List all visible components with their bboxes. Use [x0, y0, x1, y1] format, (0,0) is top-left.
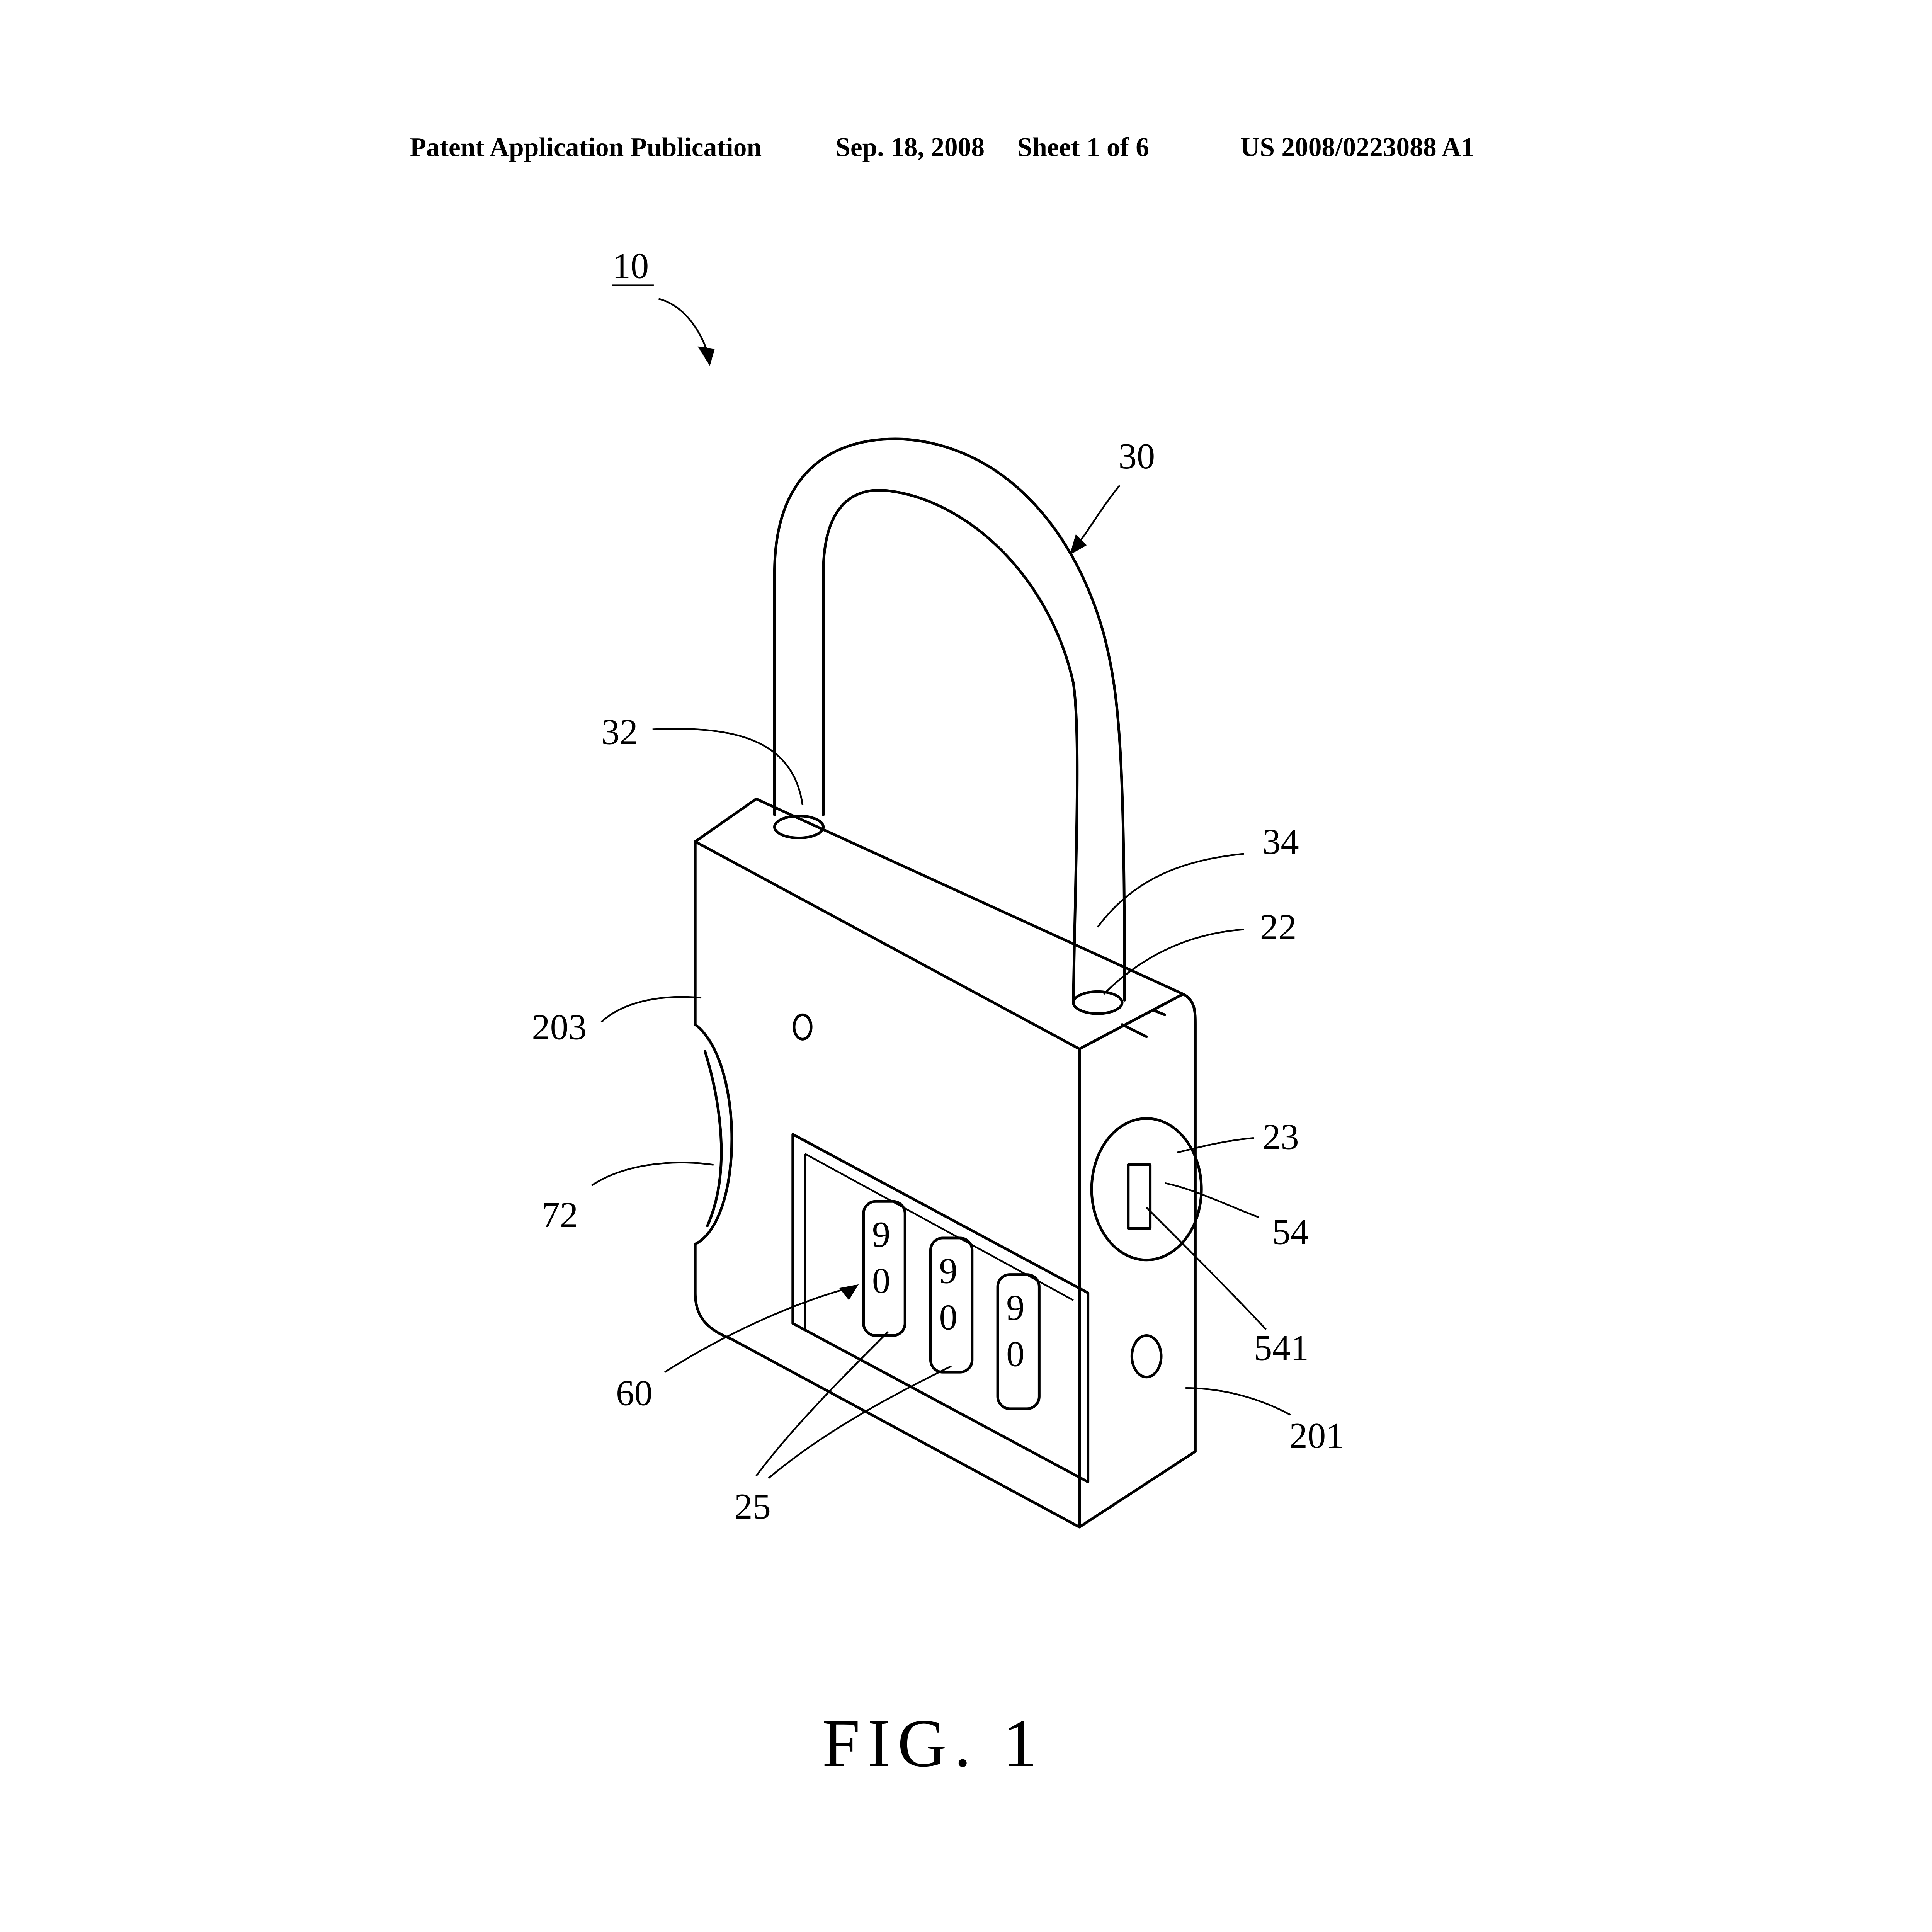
ref-201: 201 [1289, 1416, 1344, 1456]
dial-window [791, 1133, 1090, 1483]
ref-32: 32 [601, 712, 638, 752]
ref-541: 541 [1254, 1328, 1309, 1368]
ref-25: 25 [734, 1486, 771, 1527]
dial-digit: 0 [939, 1298, 957, 1338]
ref-30: 30 [1119, 436, 1155, 476]
ref-10: 10 [612, 246, 649, 286]
ref-22: 22 [1260, 907, 1297, 947]
padlock-illustration: 9 0 9 0 9 0 [694, 437, 1203, 1529]
shackle [773, 437, 1126, 1002]
ref-23: 23 [1262, 1117, 1299, 1157]
sheet-number: Sheet 1 of 6 [1017, 133, 1149, 162]
ref-203: 203 [532, 1007, 587, 1047]
ref-60: 60 [616, 1373, 653, 1413]
combination-dials: 9 0 9 0 9 0 [862, 1200, 1041, 1410]
dial-digit: 0 [872, 1261, 890, 1301]
dial-digit: 9 [872, 1214, 890, 1255]
dial-digit: 9 [1006, 1287, 1024, 1328]
ref-34: 34 [1262, 822, 1299, 862]
ref-72: 72 [542, 1195, 578, 1235]
figure-caption: FIG. 1 [822, 1706, 1044, 1781]
dial-digit: 9 [939, 1251, 957, 1291]
dial-digit: 0 [1006, 1334, 1024, 1374]
leader-lines [591, 298, 1291, 1479]
publication-label: Patent Application Publication [410, 133, 762, 162]
side-button [1090, 1117, 1203, 1262]
patent-number: US 2008/0223088 A1 [1240, 133, 1475, 162]
ref-54: 54 [1272, 1212, 1309, 1252]
publication-date: Sep. 18, 2008 [835, 133, 985, 162]
